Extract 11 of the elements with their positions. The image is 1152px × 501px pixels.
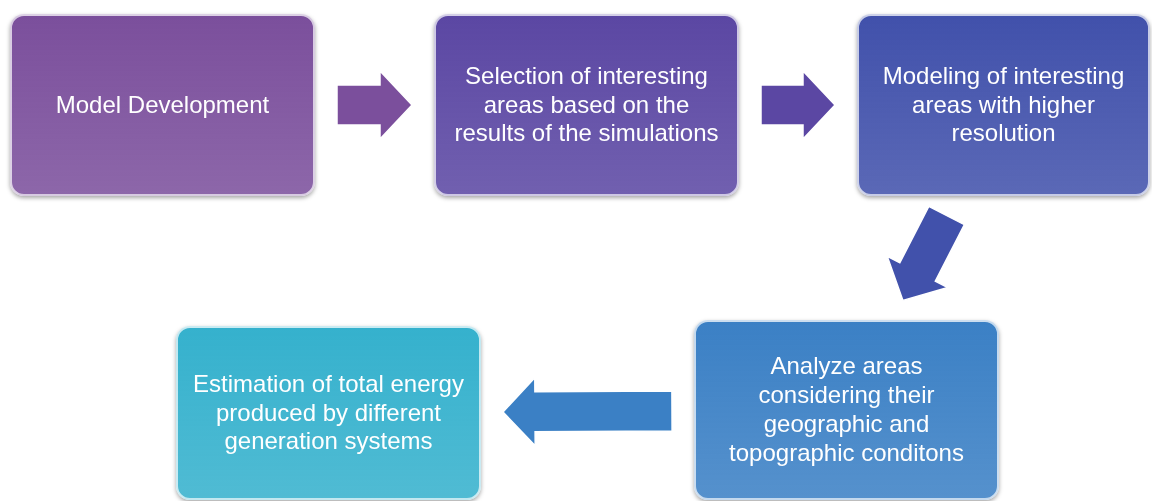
block-arrow bbox=[885, 205, 966, 302]
process-box bbox=[10, 14, 315, 196]
process-box bbox=[176, 326, 481, 500]
box-label: Model Development bbox=[55, 90, 270, 120]
box-label: Estimation of total energy produced by different generation systems bbox=[192, 369, 465, 457]
box-label: Analyze areas considering their geographic and topographic conditons bbox=[728, 352, 965, 468]
process-box bbox=[694, 320, 999, 500]
process-box bbox=[434, 14, 739, 196]
box-label: Selection of interesting areas based on the results of the simulations bbox=[453, 61, 720, 149]
process-box bbox=[857, 14, 1150, 196]
box-label: Modeling of interesting areas with higher resolution bbox=[881, 61, 1126, 149]
